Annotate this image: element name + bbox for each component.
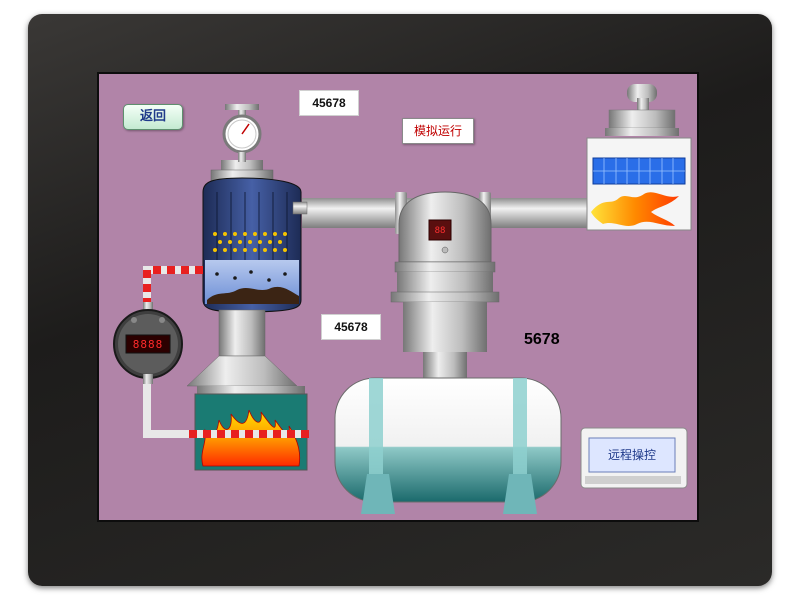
horizontal-tank-icon [334,366,562,514]
simulate-run-button[interactable]: 模拟运行 [402,118,474,144]
remote-terminal-icon [580,427,688,489]
hmi-screen: 返回 45678 模拟运行 45678 5678 8888 88 远程操控 [97,72,699,522]
fuel-line [143,266,309,438]
burner-column-icon [390,191,500,366]
heat-exchanger-icon [586,84,692,231]
digital-pressure-transmitter-icon [113,302,183,384]
furnace-stack-icon [186,309,305,394]
reactor-value-readout: 45678 [299,90,359,116]
remote-control-button[interactable]: 远程操控 [607,448,656,462]
tank-value-readout: 5678 [524,331,560,348]
transmitter-digital-display: 8888 [132,338,164,351]
furnace-value-readout: 45678 [321,314,381,340]
reactor-tank-icon [202,160,308,313]
column-digital-display: 88 [434,226,446,236]
pressure-gauge-icon [222,104,262,162]
back-button[interactable]: 返回 [123,104,183,130]
process-diagram [113,84,692,514]
